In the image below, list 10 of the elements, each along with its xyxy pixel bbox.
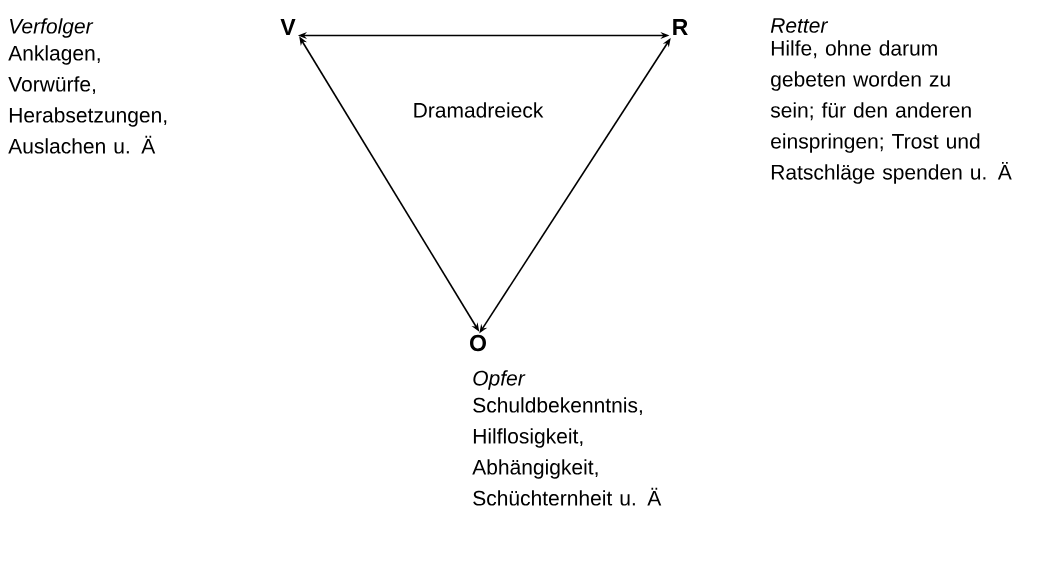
- role-description: Hilfe, ohne darum gebeten worden zu sein; für den anderen einspringen; Trost und Ratschläge spenden u. Ä: [770, 40, 1012, 184]
- role-heading: Verfolger: [10, 18, 94, 38]
- role-heading: Opfer: [473, 370, 526, 390]
- triangle-label: Dramadreieck: [414, 102, 544, 118]
- node-letter: V: [280, 19, 296, 35]
- role-description: Schuldbekenntnis, Hilflosigkeit, Abhängigkeit, Schüchternheit u. Ä: [472, 397, 662, 506]
- node-letter: O: [470, 334, 486, 352]
- role-description: Anklagen, Vorwürfe, Herabsetzungen, Auslachen u. Ä: [8, 45, 167, 154]
- node-letter: R: [673, 19, 688, 35]
- role-heading: Retter: [770, 18, 829, 33]
